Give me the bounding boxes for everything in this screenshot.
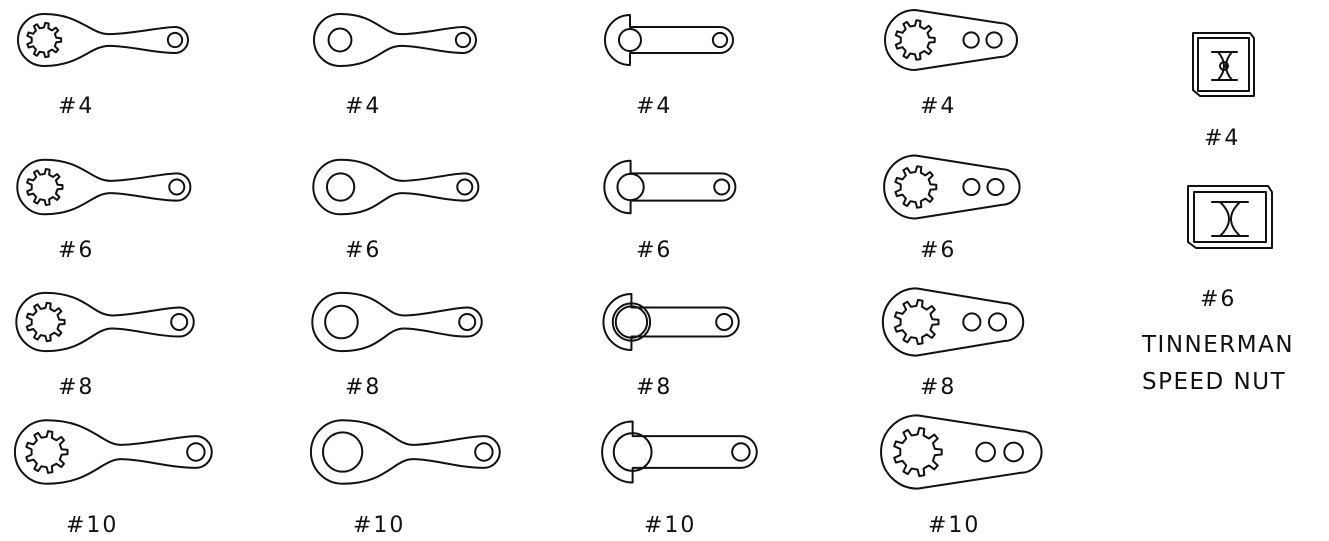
plain-ring-lug-4 xyxy=(313,13,477,67)
double-hole-lug-8-label: #8 xyxy=(920,375,956,400)
internal-tooth-lug-6 xyxy=(16,158,192,216)
internal-tooth-lug-4 xyxy=(17,13,189,67)
plain-ring-lug-4-label: #4 xyxy=(345,94,381,119)
internal-tooth-lug-6-label: #6 xyxy=(58,238,94,263)
speed-nut-6 xyxy=(1187,185,1273,249)
double-hole-lug-10 xyxy=(880,414,1043,490)
plain-ring-lug-10 xyxy=(309,419,501,485)
ring-hole xyxy=(324,304,359,340)
ring-hole xyxy=(612,432,653,472)
ring-hole xyxy=(327,27,353,53)
ring-hole xyxy=(321,431,364,473)
plain-ring-lug-6-label: #6 xyxy=(345,238,381,263)
double-hole-lug-6-label: #6 xyxy=(920,238,956,263)
plain-ring-lug-6 xyxy=(312,158,480,216)
gear-hole-icon xyxy=(26,168,64,206)
gear-hole-icon xyxy=(893,426,943,478)
plain-ring-lug-10-label: #10 xyxy=(353,513,405,538)
strap-lug-8-label: #8 xyxy=(636,375,672,400)
strap-lug-10-label: #10 xyxy=(644,513,696,538)
caption-line1: TINNERMAN xyxy=(1141,332,1294,358)
strap-lug-4 xyxy=(604,14,734,66)
internal-tooth-lug-8 xyxy=(15,291,195,353)
strap-lug-6 xyxy=(603,159,737,215)
strap-lug-10 xyxy=(601,420,758,484)
strap-lug-4-label: #4 xyxy=(636,94,672,119)
ring-hole xyxy=(618,28,642,52)
plain-ring-lug-8-label: #8 xyxy=(345,375,381,400)
speed-nut-6-label: #6 xyxy=(1200,287,1236,312)
double-hole-lug-4 xyxy=(884,9,1018,71)
gear-hole-icon xyxy=(894,165,938,209)
double-hole-lug-6 xyxy=(883,154,1021,220)
gear-hole-icon xyxy=(25,430,69,474)
speed-nut-4-label: #4 xyxy=(1204,126,1240,151)
double-hole-lug-10-label: #10 xyxy=(928,513,980,538)
gear-hole-icon xyxy=(894,19,936,61)
internal-tooth-lug-4-label: #4 xyxy=(58,94,94,119)
double-hole-lug-4-label: #4 xyxy=(920,94,956,119)
ring-hole xyxy=(616,172,645,202)
double-hole-lug-8 xyxy=(881,287,1025,357)
internal-tooth-lug-8-label: #8 xyxy=(58,375,94,400)
plain-ring-lug-8 xyxy=(311,291,483,353)
caption-line2: SPEED NUT xyxy=(1142,369,1286,395)
ring-hole xyxy=(614,305,649,339)
gear-hole-icon xyxy=(893,298,940,346)
internal-tooth-lug-10-label: #10 xyxy=(66,513,118,538)
ring-hole xyxy=(325,172,356,202)
gear-hole-icon xyxy=(26,21,63,59)
strap-lug-8 xyxy=(602,293,740,351)
gear-hole-icon xyxy=(25,301,66,343)
strap-lug-6-label: #6 xyxy=(636,238,672,263)
internal-tooth-lug-10 xyxy=(13,419,213,485)
speed-nut-4 xyxy=(1192,32,1255,97)
